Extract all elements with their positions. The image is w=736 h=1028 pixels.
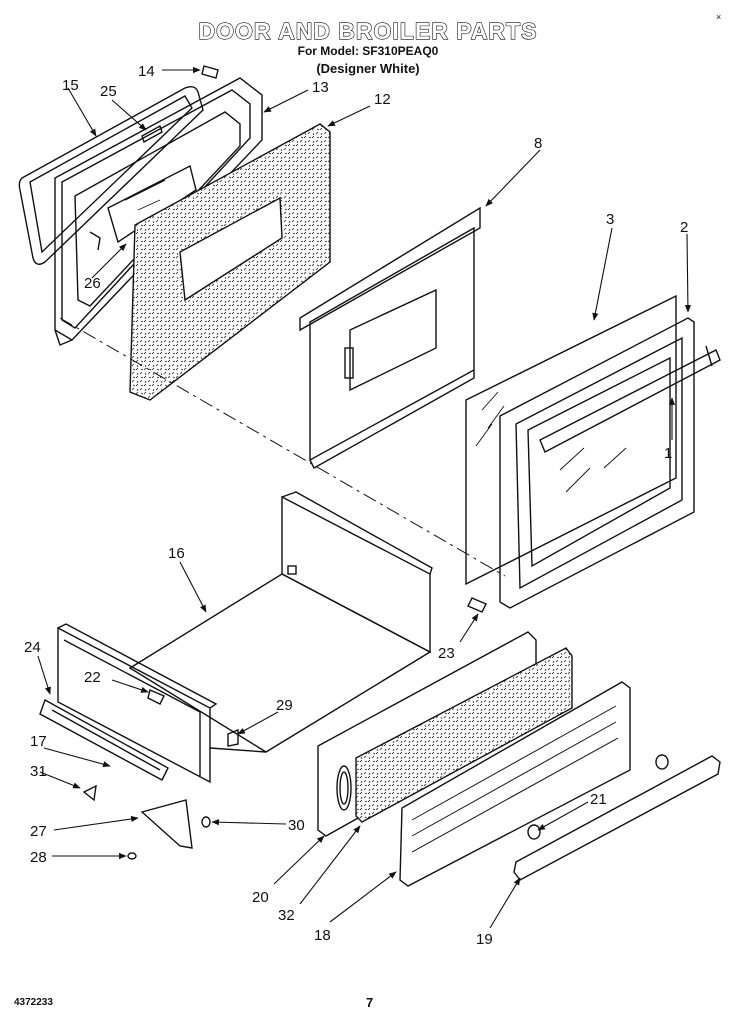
callout-12: 12	[374, 91, 391, 108]
model-line: For Model: SF310PEAQ0	[297, 44, 439, 58]
corner-mark: ×	[716, 12, 722, 22]
clip-28	[127, 852, 137, 860]
callout-25: 25	[100, 83, 117, 100]
callout-14: 14	[138, 63, 155, 80]
bumper-21a	[527, 824, 541, 840]
callout-21: 21	[590, 791, 607, 808]
alignment-line	[59, 317, 506, 577]
fastener-30	[201, 816, 211, 828]
callout-19: 19	[476, 931, 493, 948]
drawer-side-24	[57, 623, 218, 784]
drawer-trim-19	[513, 755, 721, 881]
callout-23: 23	[438, 645, 455, 662]
callout-15: 15	[62, 77, 79, 94]
callout-29: 29	[276, 697, 293, 714]
callout-8: 8	[534, 135, 542, 152]
callout-1: 1	[664, 445, 672, 462]
callout-17: 17	[30, 733, 47, 750]
callout-13: 13	[312, 79, 329, 96]
callout-20: 20	[252, 889, 269, 906]
page-title: DOOR AND BROILER PARTS	[198, 17, 538, 44]
callout-22: 22	[84, 669, 101, 686]
callout-2: 2	[680, 219, 688, 236]
screw-31	[82, 784, 97, 802]
drawer-insulation-32	[355, 647, 573, 823]
callout-26: 26	[84, 275, 101, 292]
outer-door-2	[499, 317, 721, 609]
screw-23	[467, 597, 487, 613]
door-liner-gasket-15	[18, 85, 204, 265]
callout-30: 30	[288, 817, 305, 834]
screw-29	[227, 728, 239, 747]
bracket-27	[140, 799, 193, 849]
clip-25	[141, 124, 163, 144]
broiler-drawer-16	[128, 491, 433, 753]
callout-18: 18	[314, 927, 331, 944]
screw-14	[201, 65, 219, 79]
outer-glass-3	[465, 294, 677, 586]
callout-16: 16	[168, 545, 185, 562]
bumper-21b	[655, 754, 669, 770]
callout-32: 32	[278, 907, 295, 924]
page-number: 7	[366, 995, 374, 1010]
screw-22	[147, 689, 165, 705]
callout-3: 3	[606, 211, 614, 228]
color-line: (Designer White)	[316, 61, 420, 76]
callout-labels: 1 2 3 8 12 13 14 15 16 17 18 19 20 21 22…	[24, 63, 688, 948]
callout-31: 31	[30, 763, 47, 780]
drawer-rail-17	[39, 698, 169, 781]
inner-door-panel-13	[54, 77, 263, 346]
callout-24: 24	[24, 639, 41, 656]
callout-28: 28	[30, 849, 47, 866]
callout-27: 27	[30, 823, 47, 840]
document-number: 4372233	[14, 997, 53, 1008]
leader-lines	[37, 66, 691, 929]
drawer-front-18	[399, 681, 631, 887]
